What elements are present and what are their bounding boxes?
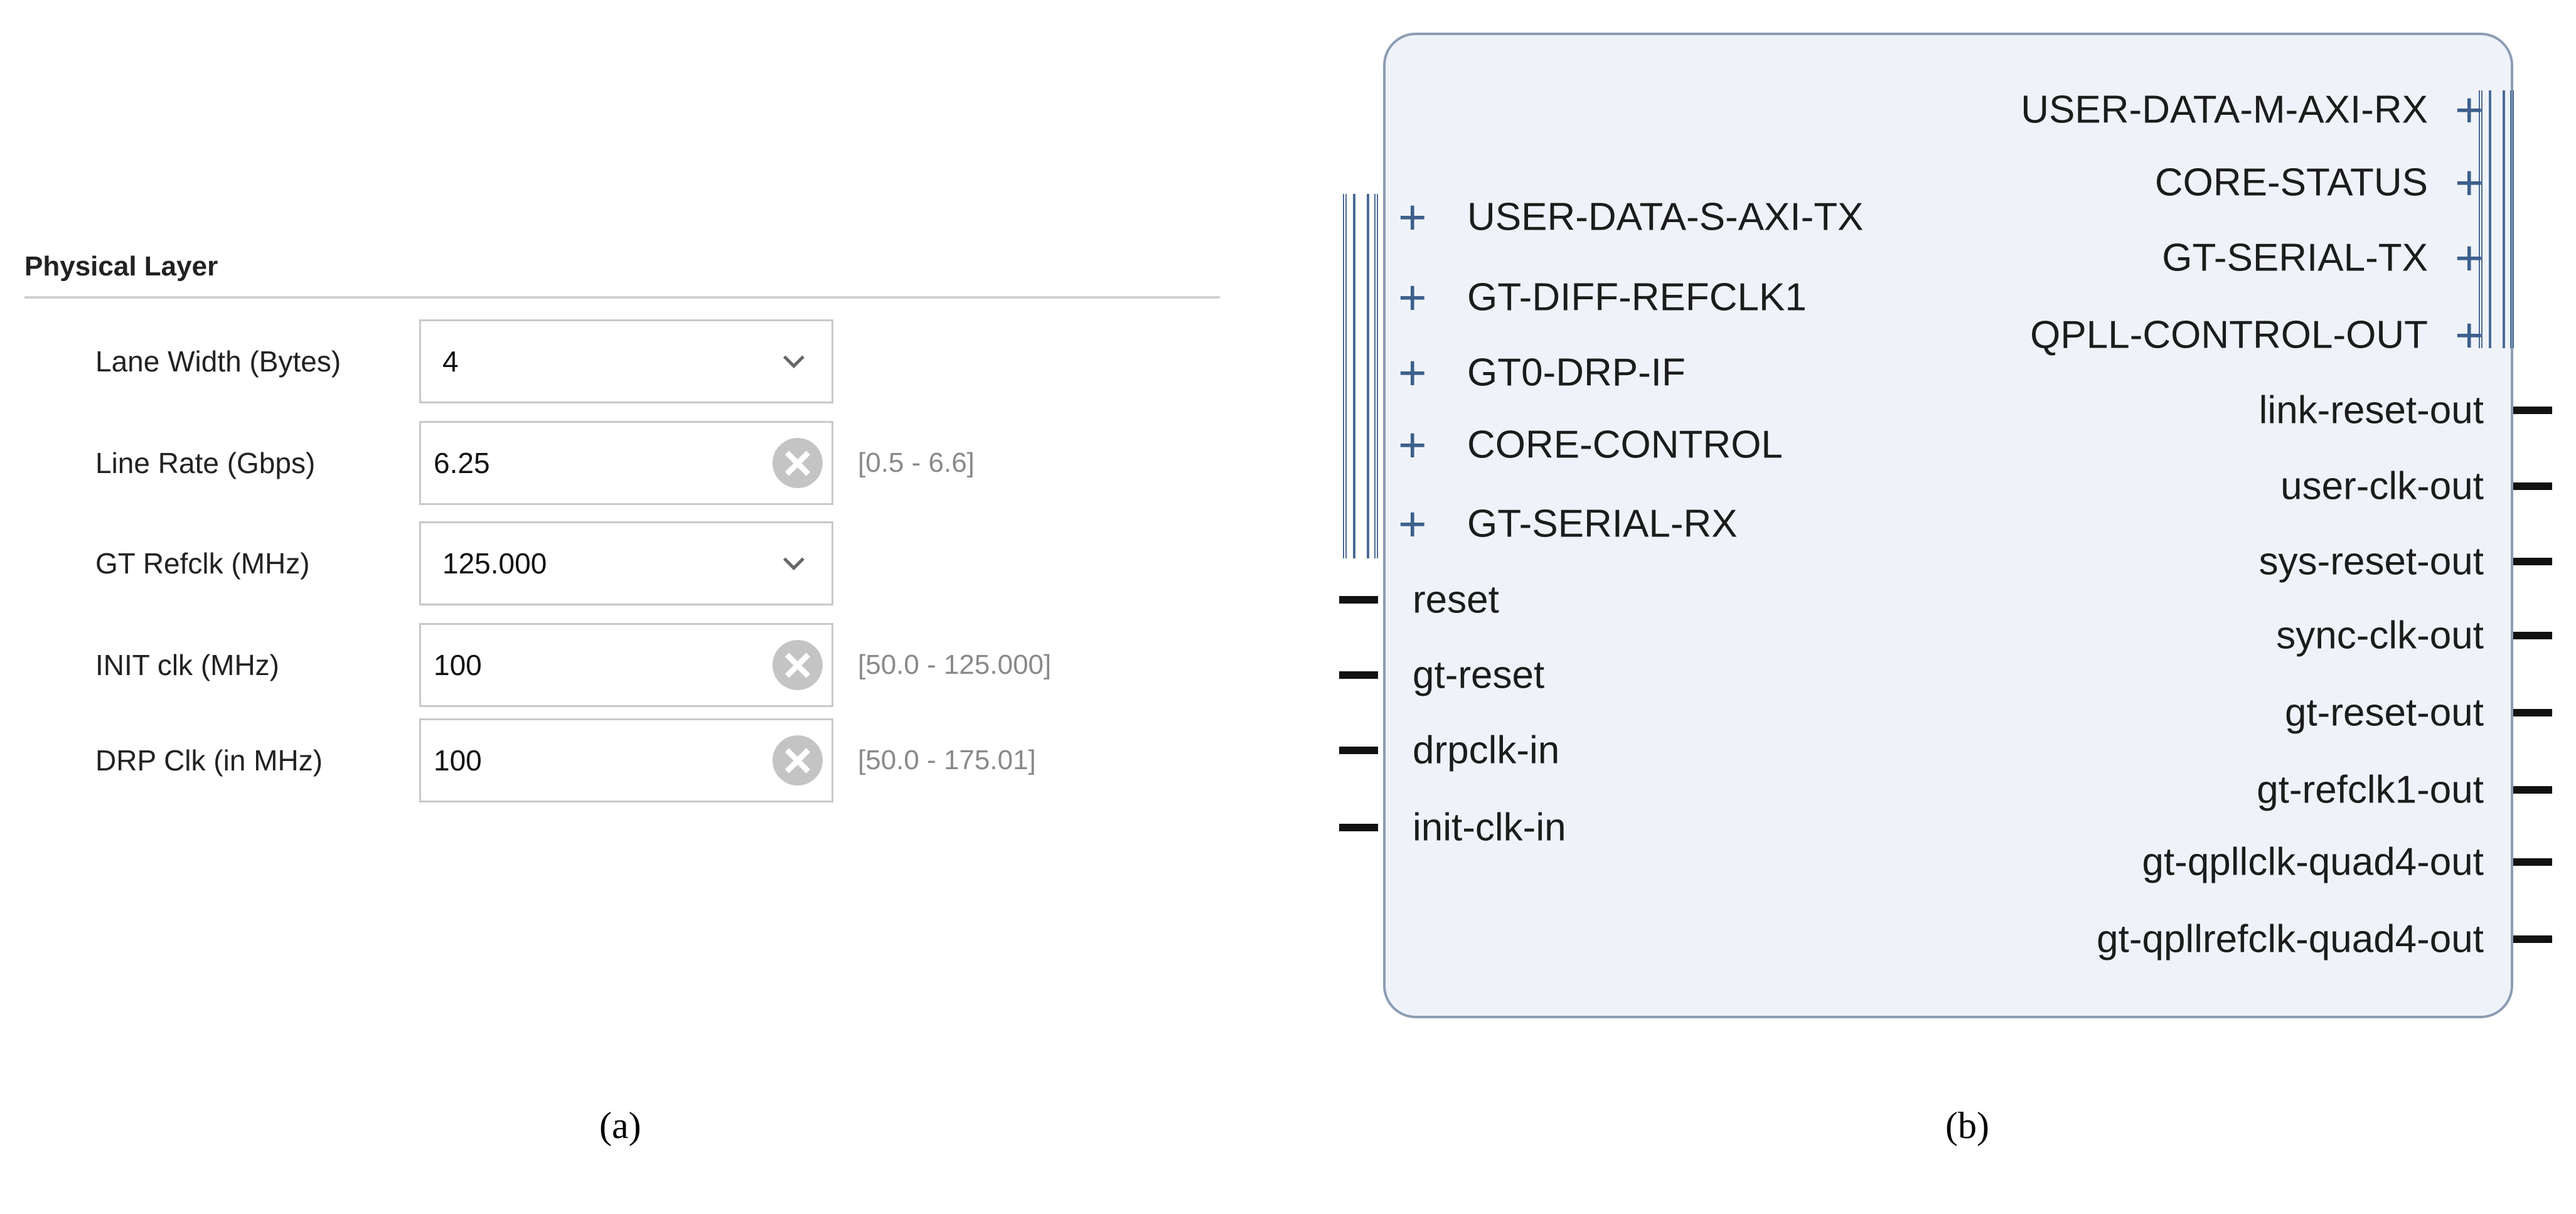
port-label: gt-qpllclk-quad4-out (2142, 840, 2484, 884)
text-input[interactable]: 100 (419, 623, 833, 707)
field-value: 125.000 (442, 547, 547, 580)
left-bus-bars-icon (1343, 194, 1378, 558)
bus-port-label: CORE-CONTROL (1467, 423, 1783, 467)
port-pin[interactable] (1339, 824, 1378, 831)
port-pin[interactable] (2513, 786, 2552, 794)
expand-plus-icon[interactable]: + (1398, 345, 1427, 400)
ip-block[interactable] (1383, 33, 2513, 1018)
field-value: 4 (442, 345, 459, 378)
bus-port-label: GT-DIFF-REFCLK1 (1467, 275, 1807, 319)
port-label: user-clk-out (2280, 464, 2484, 508)
section-title: Physical Layer (24, 251, 218, 282)
port-label: gt-reset-out (2284, 691, 2484, 735)
port-label: init-clk-in (1413, 806, 1566, 849)
bus-port-label: QPLL-CONTROL-OUT (2030, 313, 2428, 357)
field-label: DRP Clk (in MHz) (95, 744, 323, 777)
field-value: 100 (434, 744, 482, 777)
port-label: gt-refclk1-out (2257, 768, 2484, 812)
port-pin[interactable] (2513, 709, 2552, 716)
section-divider (24, 296, 1220, 299)
chevron-down-icon[interactable] (783, 347, 804, 368)
expand-plus-icon[interactable]: + (1398, 189, 1427, 245)
expand-plus-icon[interactable]: + (2455, 307, 2484, 363)
port-pin[interactable] (2513, 935, 2552, 943)
text-input[interactable]: 100 (419, 718, 833, 802)
chevron-down-icon[interactable] (783, 549, 804, 570)
port-label: sys-reset-out (2258, 540, 2484, 583)
port-label: reset (1413, 578, 1499, 622)
text-input[interactable]: 6.25 (419, 421, 833, 505)
field-label: INIT clk (MHz) (95, 649, 280, 681)
expand-plus-icon[interactable]: + (2455, 82, 2484, 137)
port-pin[interactable] (2513, 558, 2552, 565)
bus-port-label: USER-DATA-M-AXI-RX (2021, 88, 2428, 132)
field-value: 6.25 (434, 447, 490, 479)
bus-port-label: CORE-STATUS (2154, 161, 2428, 205)
range-hint: [50.0 - 175.01] (858, 745, 1036, 775)
port-pin[interactable] (1339, 596, 1378, 604)
caption-b: (b) (1945, 1105, 1989, 1146)
field-label: Lane Width (Bytes) (95, 345, 341, 378)
port-pin[interactable] (1339, 671, 1378, 679)
field-label: Line Rate (Gbps) (95, 447, 316, 479)
expand-plus-icon[interactable]: + (1398, 496, 1427, 551)
port-label: drpclk-in (1413, 728, 1560, 772)
port-label: gt-qpllrefclk-quad4-out (2097, 917, 2484, 961)
port-label: link-reset-out (2258, 388, 2484, 432)
bus-port-label: GT-SERIAL-TX (2162, 236, 2428, 280)
right-bus-bars-icon (2479, 90, 2514, 348)
port-label: sync-clk-out (2276, 614, 2484, 658)
range-hint: [0.5 - 6.6] (858, 447, 975, 478)
clear-icon[interactable] (772, 735, 823, 785)
clear-icon[interactable] (772, 438, 823, 488)
field-value: 100 (434, 649, 482, 681)
clear-icon[interactable] (772, 640, 823, 690)
bus-port-label: GT0-DRP-IF (1467, 351, 1686, 395)
port-pin[interactable] (2513, 632, 2552, 639)
port-pin[interactable] (2513, 858, 2552, 866)
port-label: gt-reset (1413, 653, 1545, 697)
port-pin[interactable] (2513, 482, 2552, 490)
expand-plus-icon[interactable]: + (1398, 270, 1427, 325)
expand-plus-icon[interactable]: + (1398, 417, 1427, 472)
field-label: GT Refclk (MHz) (95, 547, 310, 580)
bus-port-label: USER-DATA-S-AXI-TX (1467, 195, 1864, 239)
expand-plus-icon[interactable]: + (2455, 155, 2484, 210)
range-hint: [50.0 - 125.000] (858, 649, 1052, 680)
bus-port-label: GT-SERIAL-RX (1467, 502, 1738, 546)
dropdown[interactable]: 4 (419, 319, 833, 403)
expand-plus-icon[interactable]: + (2455, 230, 2484, 285)
port-pin[interactable] (2513, 407, 2552, 414)
caption-a: (a) (599, 1105, 641, 1146)
port-pin[interactable] (1339, 747, 1378, 754)
dropdown[interactable]: 125.000 (419, 521, 833, 605)
